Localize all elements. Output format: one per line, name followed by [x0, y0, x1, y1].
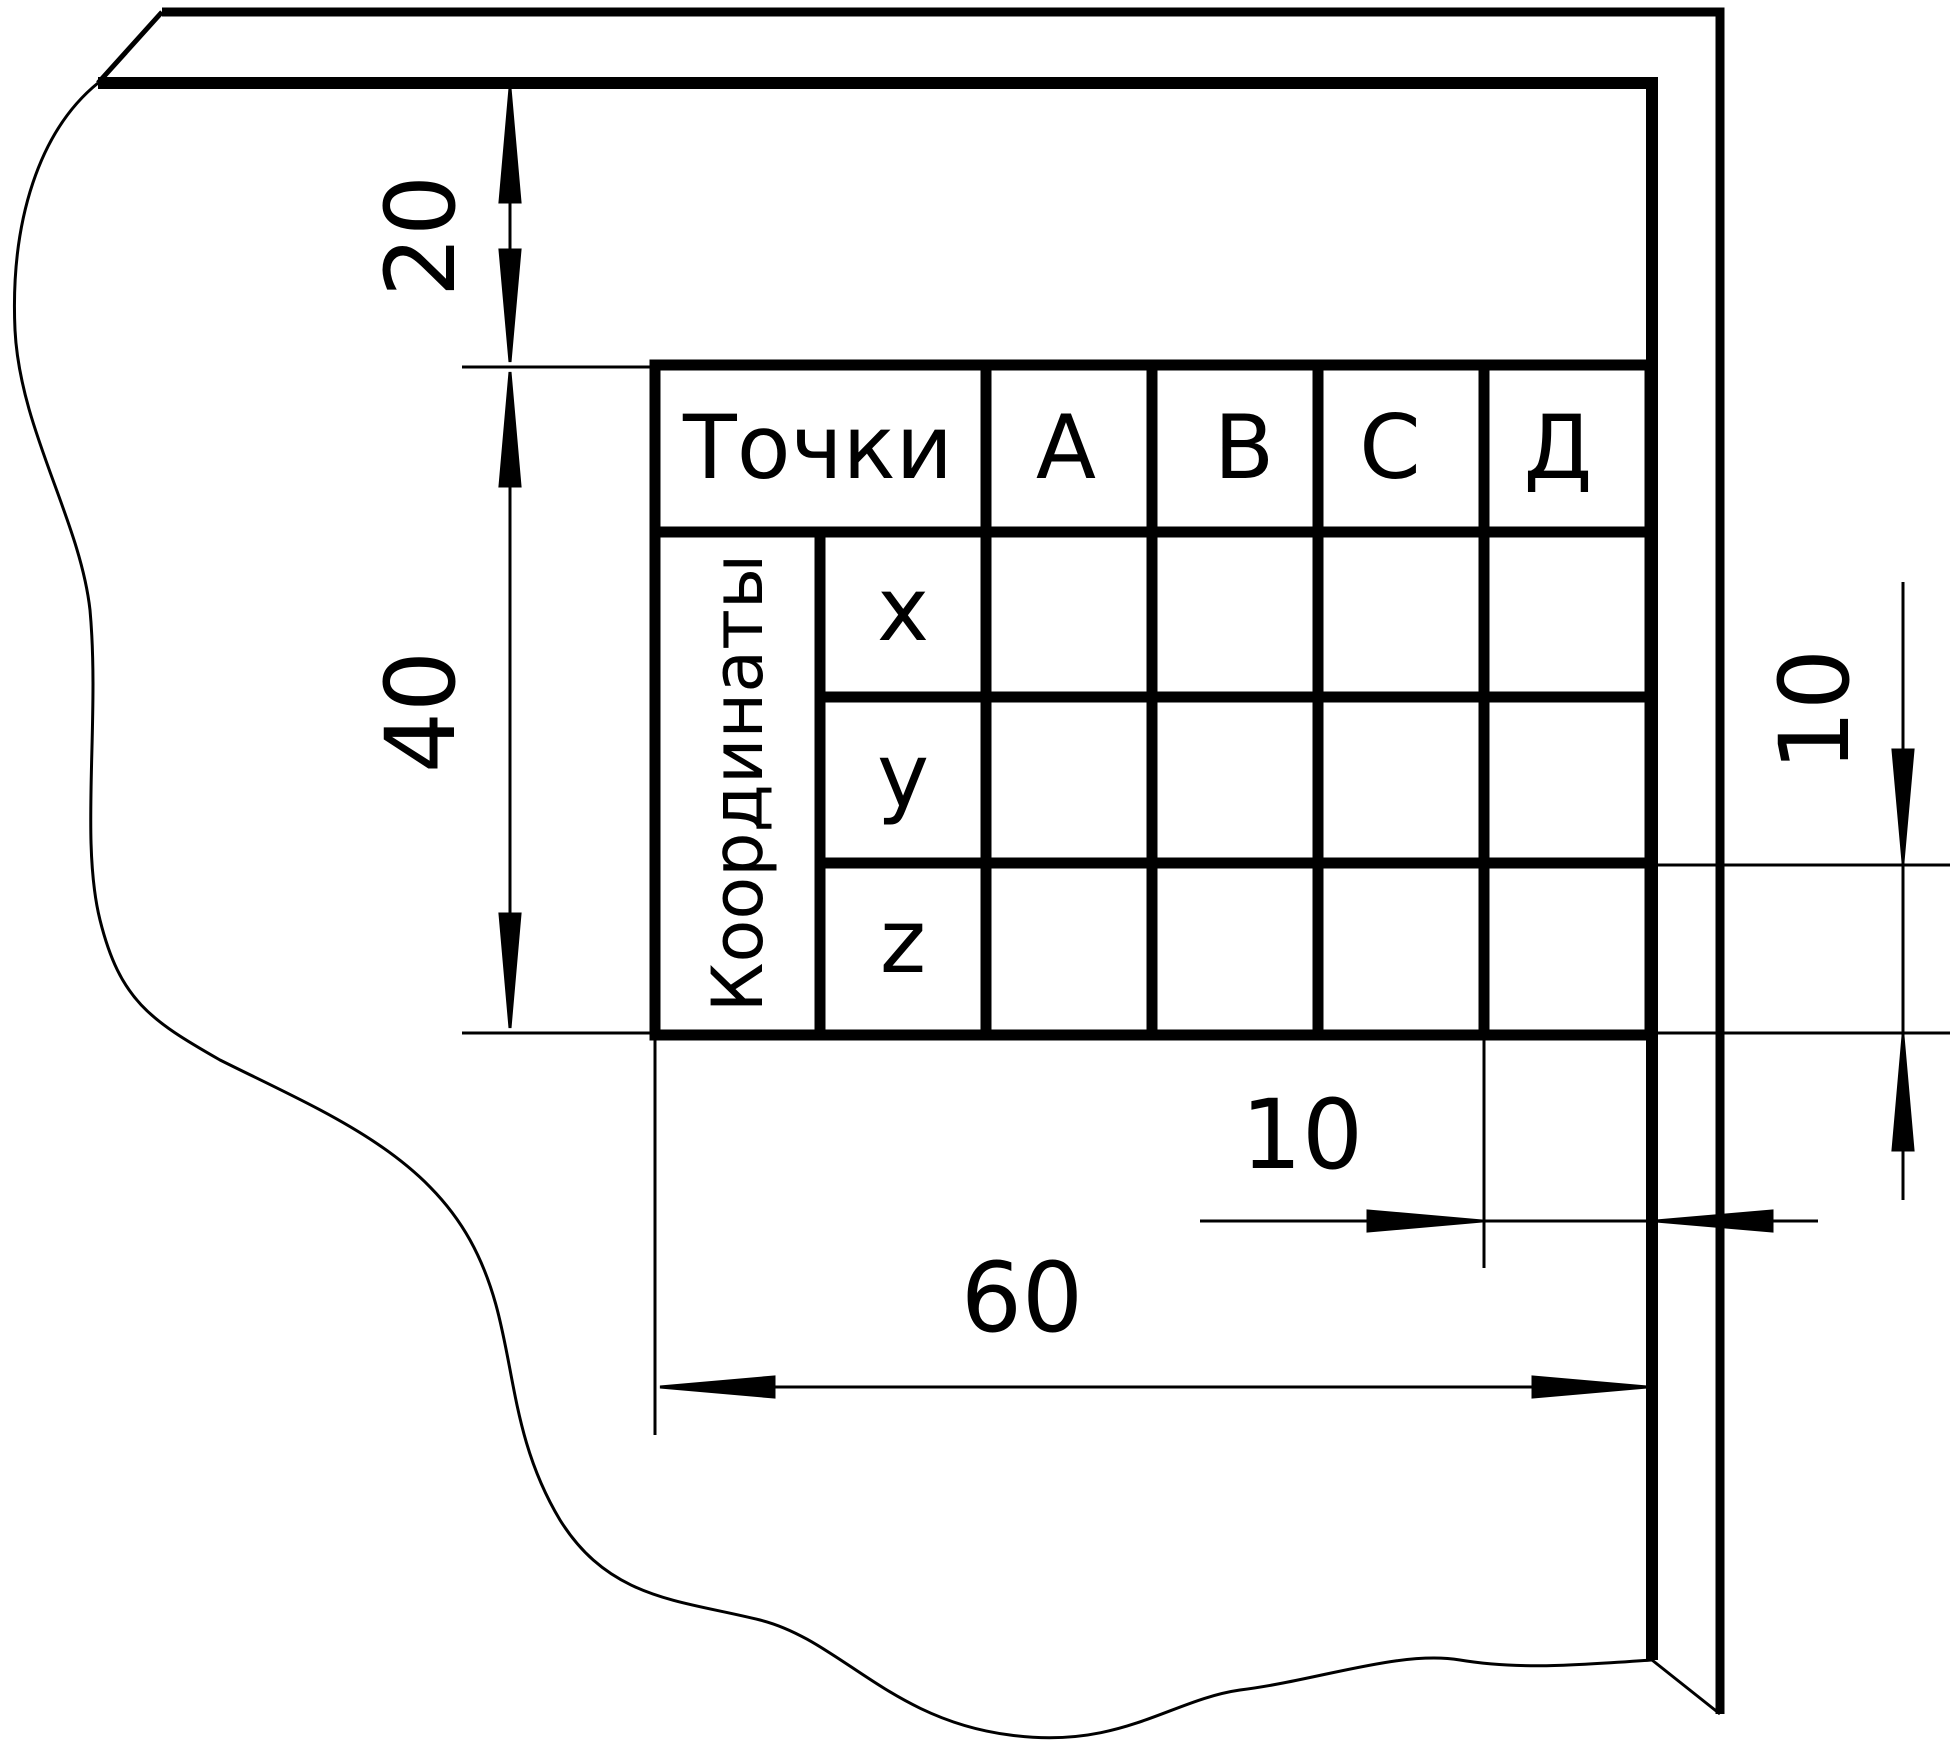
dim-arrow-table-height-up: [498, 371, 522, 488]
sheet-outer-edge: [162, 7, 1725, 1714]
sheet-frame: [12, 7, 1725, 1740]
dim-arrow-row-height-up: [1891, 1035, 1915, 1152]
header-points-label: Точки: [682, 396, 953, 499]
sheet-tear-edge-bottom: [1651, 1658, 1721, 1716]
dim-value-top-offset: 20: [365, 175, 477, 297]
table-grid: [649, 359, 1656, 1041]
dim-value-table-width: 60: [961, 1242, 1083, 1354]
dim-arrow-top-offset-up: [498, 87, 522, 204]
dim-value-row-height: 10: [1759, 649, 1871, 771]
dim-arrow-row-height-down: [1891, 748, 1915, 863]
torn-paper-edge: [12, 81, 1653, 1740]
header-column-a: А: [1036, 396, 1096, 499]
dim-arrow-column-width-left: [1655, 1209, 1774, 1233]
row-label-z: z: [880, 890, 926, 993]
dim-arrow-top-offset-down: [498, 248, 522, 363]
dimension-lines: [498, 87, 1915, 1399]
row-label-x: x: [877, 558, 929, 661]
dimension-values: 20 40 10 10 60: [365, 175, 1871, 1354]
sheet-tear-edge-top: [96, 10, 164, 85]
header-column-b: В: [1214, 396, 1274, 499]
dim-arrow-table-height-down: [498, 912, 522, 1029]
header-column-c: С: [1359, 396, 1420, 499]
dim-value-table-height: 40: [365, 651, 477, 773]
table-text: Точки А В С Д Координаты x y z: [682, 396, 1592, 1012]
dim-arrow-column-width-right: [1366, 1209, 1483, 1233]
inner-frame-border: [98, 77, 1658, 1660]
dim-arrow-table-width-right: [1531, 1375, 1648, 1399]
dim-arrow-table-width-left: [659, 1375, 776, 1399]
dim-value-column-width: 10: [1241, 1079, 1363, 1191]
row-label-y: y: [877, 724, 929, 827]
header-column-d: Д: [1524, 396, 1593, 499]
extension-lines: [462, 365, 1950, 1435]
coordinates-label: Координаты: [697, 554, 779, 1012]
